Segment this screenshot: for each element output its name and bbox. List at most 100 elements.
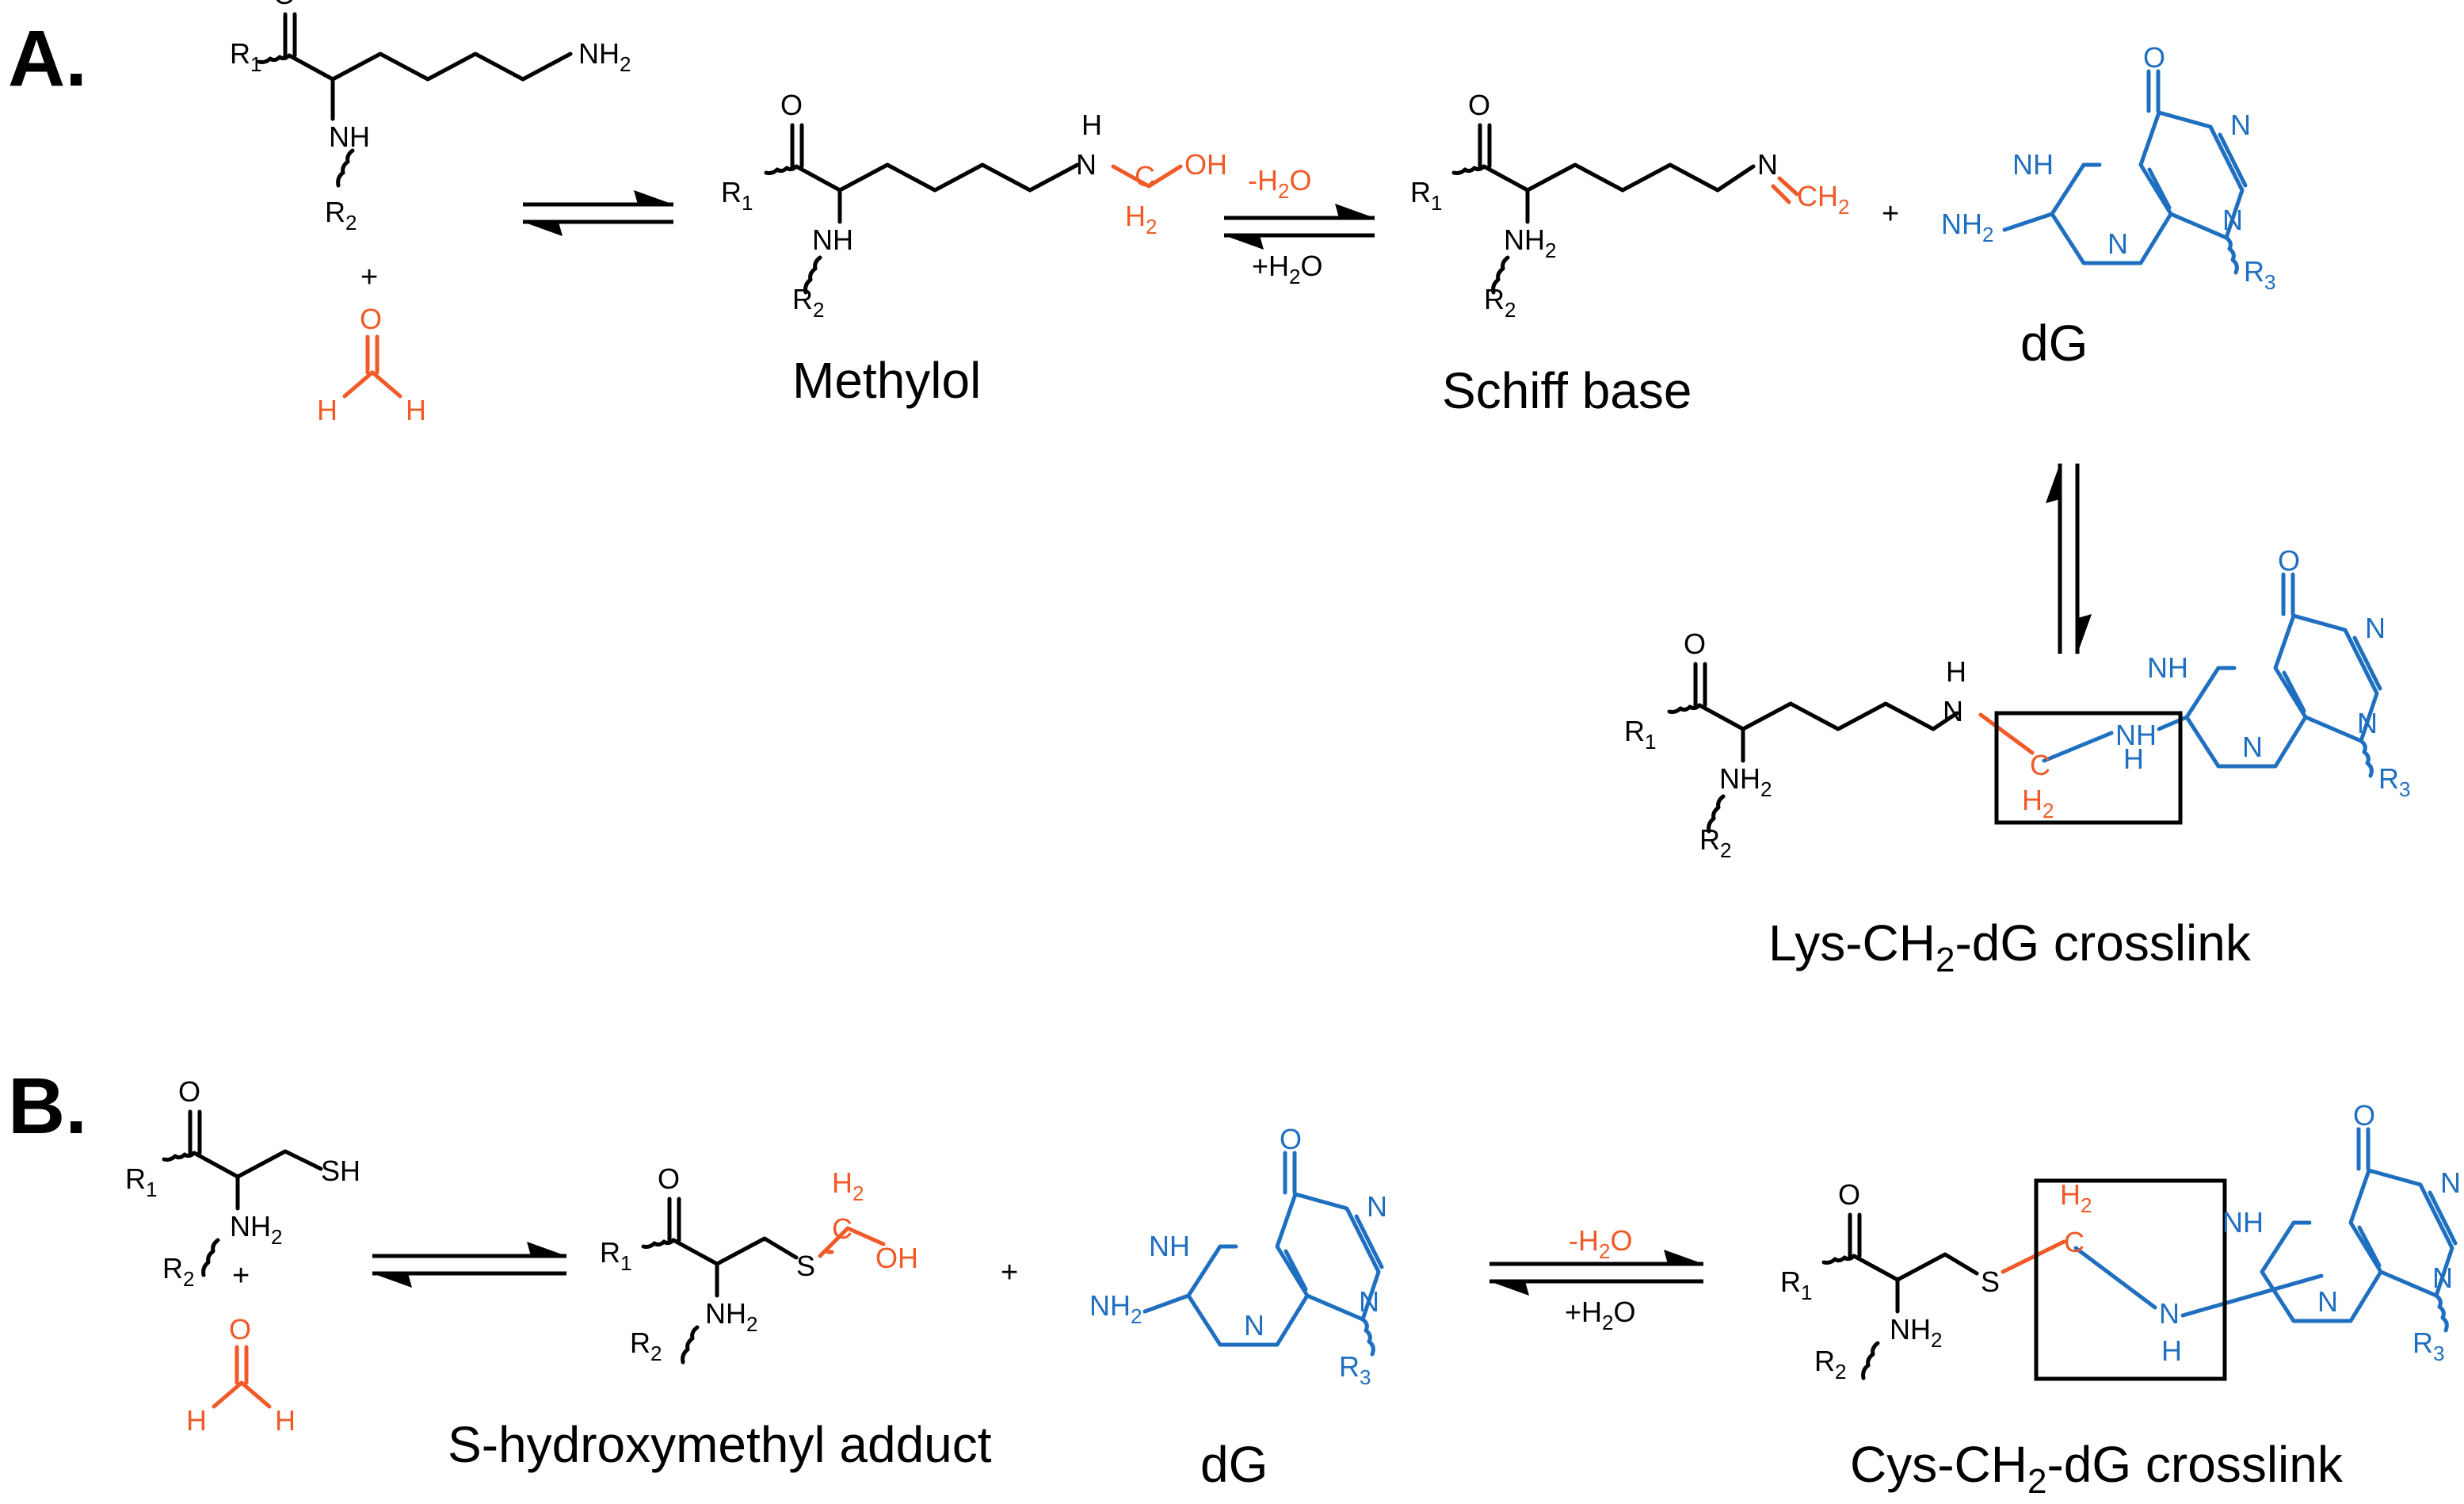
svg-text:R2: R2 [1814, 1345, 1846, 1384]
svg-text:N: N [2432, 1262, 2453, 1294]
svg-text:H: H [1081, 109, 1102, 141]
svg-text:R1: R1 [1780, 1265, 1812, 1304]
plus-sign: + [232, 1259, 250, 1292]
svg-text:R3: R3 [2244, 255, 2275, 294]
svg-text:O: O [229, 1313, 251, 1346]
svg-text:S: S [796, 1250, 815, 1282]
amide-nh: NH [329, 120, 370, 153]
svg-text:R2: R2 [1699, 823, 1731, 862]
svg-text:H2: H2 [1125, 200, 1157, 239]
svg-text:R1: R1 [1410, 176, 1442, 215]
svg-text:O: O [1684, 628, 1706, 660]
svg-text:H2: H2 [2022, 784, 2054, 823]
r2-label: R2 [325, 196, 357, 235]
svg-text:O: O [780, 89, 803, 121]
svg-text:O: O [2143, 41, 2165, 74]
lys-crosslink-structure: O R1 NH2 R2 H N C H2 NH H [1624, 628, 2189, 862]
dehydration-arrow-b: -H2O +H2O [1489, 1224, 1703, 1334]
svg-text:O: O [178, 1075, 200, 1108]
svg-text:N: N [2230, 109, 2251, 141]
svg-text:N: N [2159, 1297, 2180, 1330]
svg-text:N: N [1244, 1309, 1264, 1342]
cysteine-structure: O R1 NH2 R2 SH [125, 1075, 360, 1291]
dg-label-b: dG [1200, 1436, 1268, 1493]
equilibrium-arrow-vertical [2046, 464, 2092, 654]
svg-text:NH: NH [2115, 719, 2157, 751]
svg-text:NH2: NH2 [1504, 223, 1556, 262]
svg-text:NH: NH [2222, 1206, 2264, 1239]
svg-text:R2: R2 [162, 1252, 194, 1291]
cys-crosslink-label: Cys-CH2-dG crosslink [1850, 1436, 2344, 1501]
formaldehyde-a: O H H [317, 303, 426, 426]
plus-sign: + [1001, 1256, 1018, 1289]
svg-text:R1: R1 [600, 1236, 631, 1275]
r1-label: R1 [721, 176, 753, 215]
s-hydroxymethyl-structure: O R1 NH2 R2 S C H2 OH [600, 1162, 918, 1365]
guanine-crosslinked-a: O NH N N N R3 [2147, 544, 2410, 801]
svg-text:N: N [1076, 148, 1097, 181]
schiff-base-label: Schiff base [1442, 362, 1692, 419]
svg-text:NH2: NH2 [1941, 208, 1993, 246]
svg-text:C: C [1135, 160, 1155, 193]
crosslink-box-a [1994, 711, 2183, 825]
svg-text:NH: NH [2012, 148, 2054, 181]
svg-text:N: N [2317, 1285, 2338, 1318]
svg-text:C: C [832, 1212, 852, 1245]
svg-text:O: O [2278, 544, 2300, 577]
svg-text:O: O [1280, 1123, 1302, 1155]
svg-text:R2: R2 [630, 1326, 662, 1365]
svg-text:R3: R3 [2413, 1326, 2444, 1365]
svg-text:N: N [1359, 1285, 1379, 1318]
svg-text:CH2: CH2 [1797, 180, 1849, 219]
lysine-structure: O R1 NH R2 NH2 [230, 0, 631, 235]
carbonyl-oxygen: O [273, 0, 296, 10]
svg-text:C: C [2030, 749, 2050, 781]
plus-sign: + [360, 261, 378, 294]
svg-text:H: H [186, 1404, 207, 1437]
svg-text:O: O [658, 1162, 680, 1195]
svg-text:N: N [2222, 204, 2243, 236]
svg-text:N: N [1367, 1190, 1387, 1223]
svg-text:H: H [1946, 655, 1966, 688]
svg-text:N: N [2440, 1166, 2461, 1199]
svg-text:+H2O: +H2O [1565, 1296, 1636, 1334]
amine-nh2: NH2 [578, 37, 631, 76]
svg-text:H2: H2 [2060, 1178, 2092, 1217]
section-label-b: B. [8, 1062, 87, 1151]
equilibrium-arrow-b1 [372, 1242, 566, 1288]
svg-text:H: H [2161, 1334, 2182, 1367]
plus-sign: + [1882, 197, 1899, 231]
svg-text:N: N [1757, 148, 1778, 181]
svg-text:OH: OH [875, 1242, 918, 1274]
svg-text:O: O [2353, 1099, 2375, 1132]
svg-text:SH: SH [321, 1155, 360, 1187]
svg-text:S: S [1981, 1265, 2000, 1298]
svg-text:N: N [2107, 227, 2128, 260]
svg-text:NH2: NH2 [705, 1297, 757, 1336]
section-label-a: A. [8, 14, 87, 103]
svg-text:NH: NH [2147, 651, 2188, 684]
svg-text:H: H [2123, 742, 2144, 775]
equilibrium-arrow-1 [523, 190, 673, 236]
r1-label: R1 [230, 37, 261, 76]
adduct-label: S-hydroxymethyl adduct [448, 1416, 992, 1473]
cys-crosslink-structure: O R1 NH2 R2 S C H2 N H [1780, 1178, 2324, 1384]
svg-text:R1: R1 [125, 1162, 157, 1201]
schiff-base-structure: O R1 NH2 R2 N CH2 [1410, 89, 1849, 322]
dg-label-a: dG [2020, 315, 2088, 372]
svg-text:NH2: NH2 [1719, 762, 1772, 801]
svg-text:H2: H2 [832, 1166, 864, 1205]
formaldehyde-b: O H H [186, 1313, 296, 1437]
dehydration-arrow-a: -H2O +H2O [1224, 164, 1375, 288]
methylol-label: Methylol [792, 352, 981, 409]
minus-water-label: -H2O [1248, 164, 1311, 203]
lys-crosslink-label: Lys-CH2-dG crosslink [1768, 914, 2252, 979]
methylol-structure: O R1 NH R2 H N C OH H2 [721, 89, 1227, 322]
svg-text:NH: NH [1149, 1230, 1190, 1262]
svg-text:R1: R1 [1624, 715, 1656, 754]
crosslink-box-b [2034, 1178, 2227, 1381]
guanine-a: O NH N N N NH2 R3 [1941, 41, 2275, 294]
svg-text:NH2: NH2 [1089, 1289, 1142, 1328]
svg-text:N: N [2365, 612, 2386, 644]
